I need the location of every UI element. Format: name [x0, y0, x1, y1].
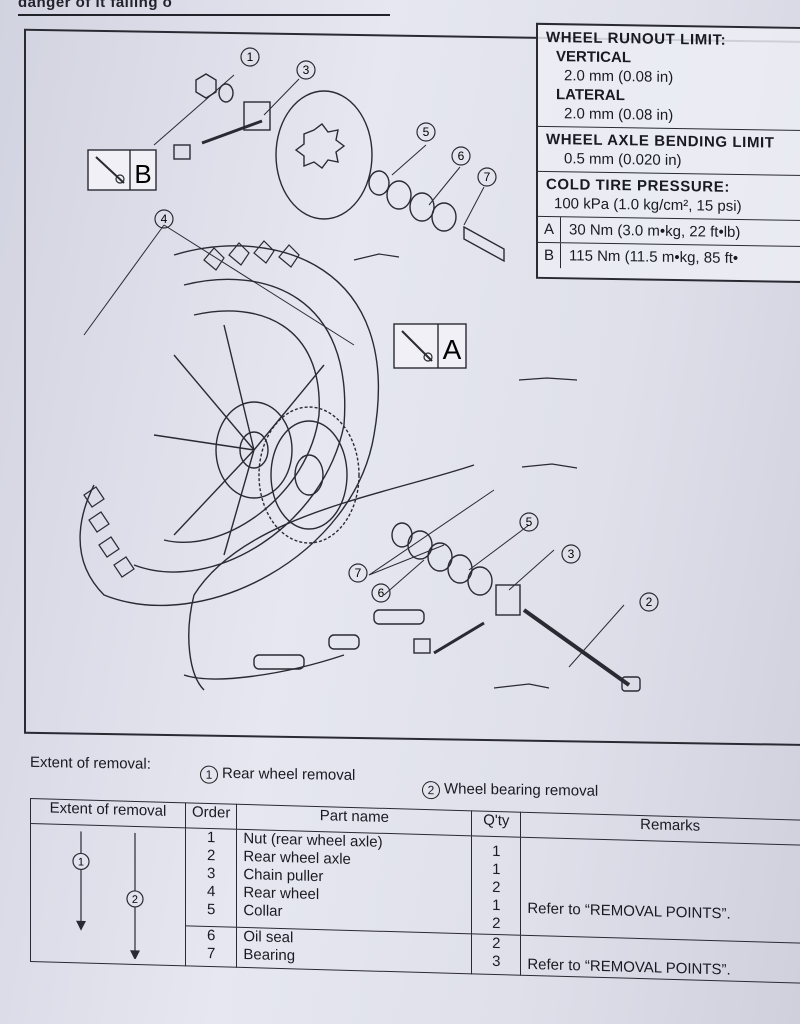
- order-1: 1: [207, 828, 216, 847]
- svg-text:A: A: [443, 334, 462, 365]
- svg-text:2: 2: [646, 595, 653, 609]
- remark-2: Refer to “REMOVAL POINTS”.: [527, 956, 731, 979]
- part-cell-group-1: Nut (rear wheel axle) Rear wheel axle Ch…: [236, 829, 472, 935]
- part-cell-group-2: Oil seal Bearing: [236, 927, 472, 974]
- callout-4: 4: [154, 209, 174, 229]
- torque-row-a: A 30 Nm (3.0 m•kg, 22 ft•lb): [538, 215, 800, 247]
- torque-key-b: B: [538, 242, 561, 269]
- circled-number-2: 2: [422, 781, 440, 800]
- extent-marks-cell: 1 2: [30, 823, 186, 966]
- torque-value-b: 115 Nm (11.5 m•kg, 85 ft•: [569, 247, 739, 267]
- svg-text:B: B: [134, 159, 151, 189]
- wheel-runout-section: WHEEL RUNOUT LIMIT: VERTICAL 2.0 mm (0.0…: [538, 24, 800, 132]
- header-rule: [18, 14, 390, 16]
- qty-3: 2: [492, 878, 501, 897]
- callout-3-top: 3: [296, 60, 316, 80]
- order-cell-group-1: 1 2 3 4 5: [185, 827, 237, 928]
- callout-2: 2: [639, 592, 659, 612]
- table-group-1: 1 2 1 2 3 4 5 Nut (rear wheel axle) Rear…: [30, 823, 800, 966]
- callout-1: 1: [240, 47, 260, 67]
- order-7: 7: [207, 945, 216, 963]
- remarks-cell-group-2: Refer to “REMOVAL POINTS”.: [520, 935, 800, 984]
- torque-badge-b: B: [87, 149, 157, 191]
- qty-6: 2: [492, 935, 501, 953]
- order-5: 5: [207, 900, 216, 919]
- exploded-diagram: 1 3 5 6 7 4 5: [79, 47, 659, 692]
- header-qty: Q'ty: [471, 810, 521, 838]
- lateral-value: 2.0 mm (0.08 in): [564, 105, 674, 124]
- svg-text:7: 7: [484, 170, 491, 184]
- torque-value-a: 30 Nm (3.0 m•kg, 22 ft•lb): [569, 221, 741, 242]
- qty-cell-group-1: 1 1 2 1 2: [471, 835, 521, 936]
- extent-label: Extent of removal:: [30, 753, 151, 773]
- callout-3-bottom: 3: [561, 544, 581, 564]
- callout-6-bottom: 6: [371, 583, 391, 603]
- remarks-cell-group-1: Refer to “REMOVAL POINTS”.: [520, 837, 800, 944]
- remark-1: Refer to “REMOVAL POINTS”.: [527, 899, 731, 923]
- order-4: 4: [207, 882, 216, 901]
- extent-mark-1: 1: [78, 856, 84, 868]
- svg-text:7: 7: [355, 566, 362, 580]
- callout-7-top: 7: [477, 167, 497, 187]
- qty-2: 1: [492, 860, 501, 879]
- axle-bending-value: 0.5 mm (0.020 in): [564, 150, 682, 170]
- spec-box: WHEEL RUNOUT LIMIT: VERTICAL 2.0 mm (0.0…: [536, 22, 800, 284]
- callout-6-top: 6: [451, 146, 471, 166]
- qty-1: 1: [492, 842, 501, 861]
- torque-key-a: A: [538, 216, 561, 243]
- removal-table: Extent of removal Order Part name Q'ty R…: [30, 798, 800, 984]
- torque-row-b: B 115 Nm (11.5 m•kg, 85 ft•: [538, 241, 800, 273]
- svg-text:3: 3: [303, 63, 310, 77]
- svg-text:4: 4: [161, 212, 168, 226]
- qty-4: 1: [492, 896, 501, 915]
- svg-text:5: 5: [423, 125, 430, 139]
- torque-badge-a: A: [393, 323, 467, 369]
- callout-7-bottom: 7: [348, 563, 368, 583]
- page-header-text: danger of it falling o: [18, 0, 173, 11]
- tire-pressure-value: 100 kPa (1.0 kg/cm², 15 psi): [554, 195, 742, 216]
- callout-5-top: 5: [416, 122, 436, 142]
- svg-text:3: 3: [568, 547, 575, 561]
- svg-text:6: 6: [378, 586, 385, 600]
- circled-number-1: 1: [200, 765, 218, 784]
- svg-text:1: 1: [247, 50, 254, 64]
- order-6: 6: [207, 927, 216, 945]
- svg-text:5: 5: [526, 515, 533, 529]
- extent-mark-2: 2: [132, 894, 138, 906]
- svg-text:6: 6: [458, 149, 465, 163]
- axle-bending-section: WHEEL AXLE BENDING LIMIT 0.5 mm (0.020 i…: [538, 126, 800, 177]
- order-2: 2: [207, 846, 216, 865]
- tire-pressure-section: COLD TIRE PRESSURE: 100 kPa (1.0 kg/cm²,…: [538, 172, 800, 220]
- qty-5: 2: [492, 914, 501, 933]
- callout-5-bottom: 5: [519, 512, 539, 532]
- qty-cell-group-2: 2 3: [471, 934, 521, 976]
- extent-arrows: 1 2: [72, 831, 144, 961]
- torque-wrench-icon: [95, 156, 125, 184]
- header-order: Order: [185, 802, 237, 830]
- qty-7: 3: [492, 953, 501, 971]
- torque-wrench-icon: [401, 330, 433, 362]
- order-cell-group-2: 6 7: [185, 926, 237, 968]
- callout-group: 1 3 5 6 7 4 5: [154, 47, 659, 612]
- order-3: 3: [207, 864, 216, 883]
